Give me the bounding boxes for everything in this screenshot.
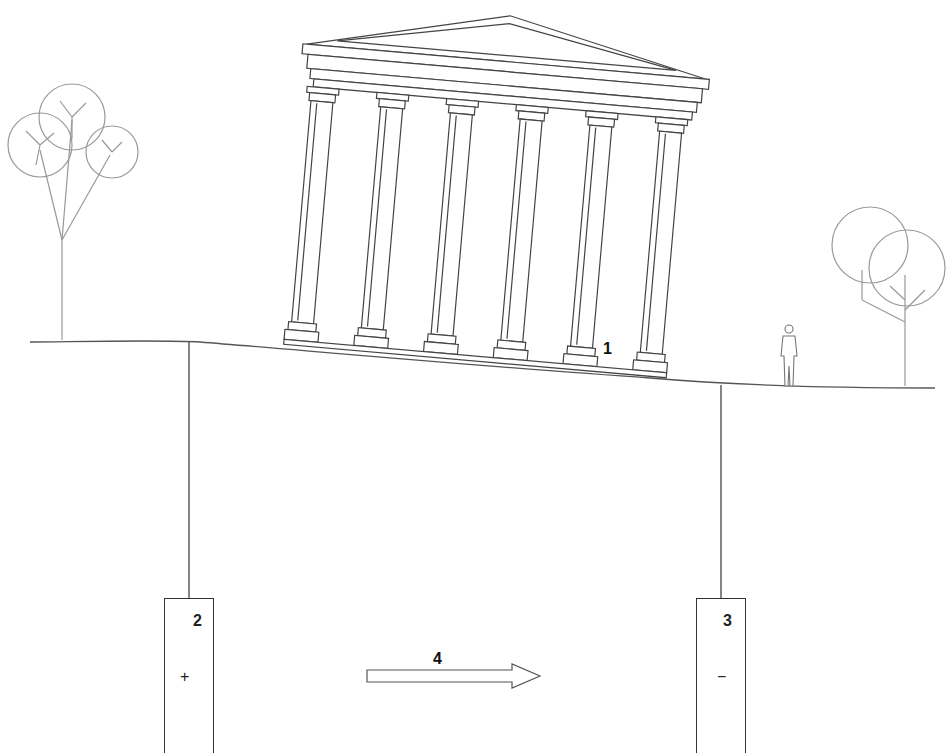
polarity-sign: − — [717, 669, 726, 685]
electrode-box: 2+ — [164, 598, 214, 753]
callout-number: 4 — [431, 650, 444, 668]
tree — [8, 84, 138, 340]
wire — [720, 385, 721, 598]
ground-line — [30, 341, 935, 388]
temple — [277, 0, 714, 379]
electrode-box: 3− — [696, 598, 746, 753]
polarity-sign: + — [180, 669, 189, 685]
tree — [832, 207, 945, 386]
wire — [188, 342, 189, 598]
callout-number: 3 — [723, 613, 732, 629]
person-figure — [781, 325, 797, 386]
callout-number: 2 — [193, 613, 202, 629]
flow-arrow — [367, 664, 540, 688]
callout-number: 1 — [601, 340, 614, 358]
